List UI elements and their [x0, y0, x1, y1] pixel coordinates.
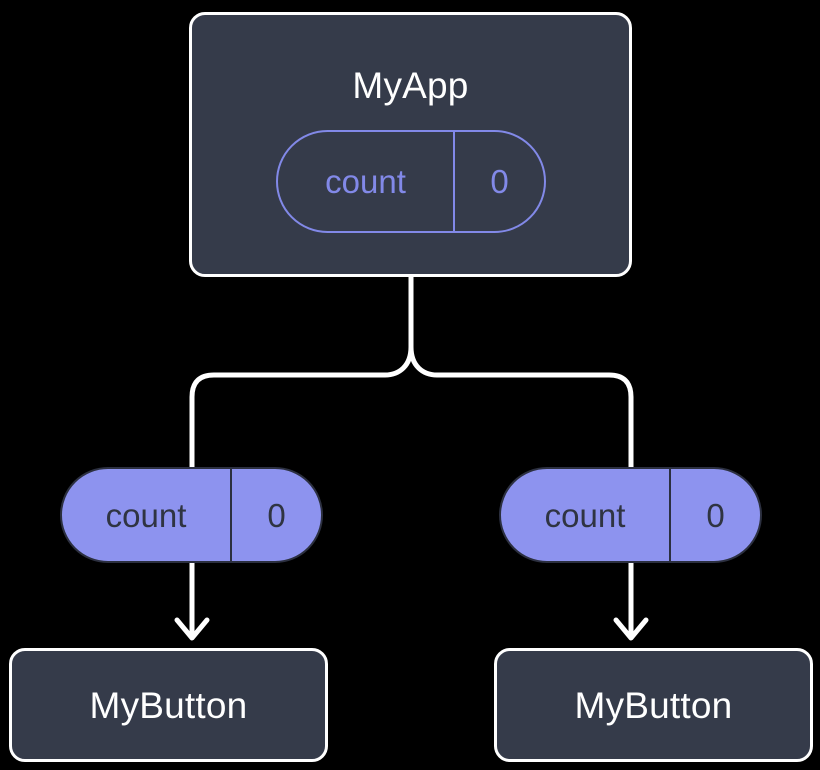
state-pill-root-value: 0 — [453, 132, 544, 231]
state-pill-right[interactable]: count 0 — [499, 467, 762, 563]
connector-fork-left — [189, 344, 414, 473]
state-pill-root[interactable]: count 0 — [276, 130, 546, 233]
widget-label-mybutton-left: MyButton — [89, 684, 248, 726]
widget-label-mybutton-right: MyButton — [574, 684, 733, 726]
state-pill-root-key: count — [325, 163, 406, 200]
connector-fork-right — [408, 344, 634, 473]
arrow-right-head-icon — [613, 617, 649, 641]
widget-node-mybutton-left[interactable]: MyButton — [9, 648, 328, 762]
widget-label-myapp: MyApp — [352, 65, 469, 106]
state-pill-left-value: 0 — [230, 469, 321, 561]
arrow-left-head-icon — [174, 617, 210, 641]
state-pill-left-key: count — [105, 496, 187, 534]
state-pill-right-value: 0 — [669, 469, 760, 561]
state-pill-right-key: count — [544, 496, 626, 534]
widget-node-mybutton-right[interactable]: MyButton — [494, 648, 813, 762]
state-pill-left[interactable]: count 0 — [60, 467, 323, 563]
